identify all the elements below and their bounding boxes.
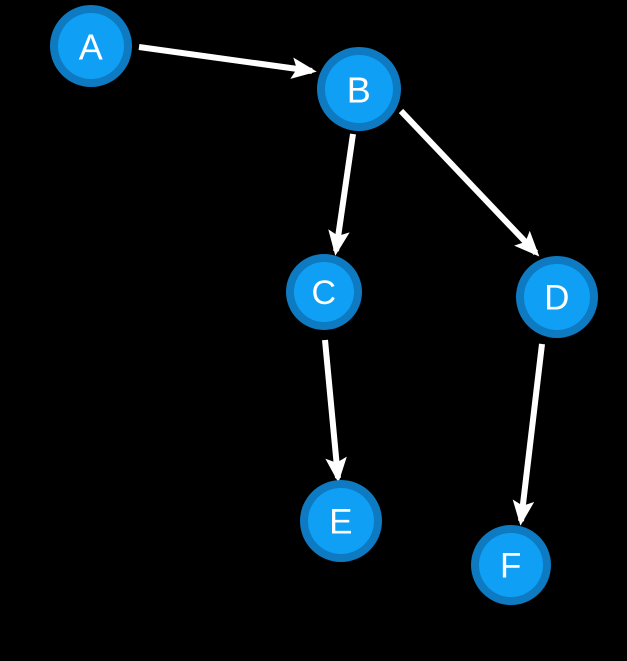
node-fill-a: [58, 13, 124, 79]
edges-layer: [138, 44, 545, 526]
graph-edge-b-c[interactable]: [328, 133, 356, 256]
node-fill-e: [308, 488, 374, 554]
graph-edge-b-d[interactable]: [398, 108, 540, 257]
node-label-d: D: [544, 279, 570, 318]
node-label-f: F: [500, 547, 522, 586]
graph-node-b[interactable]: B: [317, 47, 401, 131]
node-label-c: C: [311, 274, 336, 312]
graph-node-a[interactable]: A: [50, 5, 132, 87]
node-fill-f: [479, 533, 543, 597]
graph-node-d[interactable]: D: [516, 256, 598, 338]
graph-edge-a-b[interactable]: [138, 44, 317, 79]
node-fill-b: [325, 55, 393, 123]
node-fill-d: [524, 264, 590, 330]
node-label-e: E: [329, 503, 353, 542]
graph-edge-c-e[interactable]: [322, 339, 347, 483]
graph-node-e[interactable]: E: [300, 480, 382, 562]
graph-node-f[interactable]: F: [471, 525, 551, 605]
nodes-layer: A B C D E F: [50, 5, 598, 605]
node-label-b: B: [347, 70, 372, 111]
node-fill-c: [294, 262, 354, 322]
node-label-a: A: [79, 27, 104, 68]
graph-node-c[interactable]: C: [286, 254, 362, 330]
graph-edge-d-f[interactable]: [512, 343, 545, 526]
